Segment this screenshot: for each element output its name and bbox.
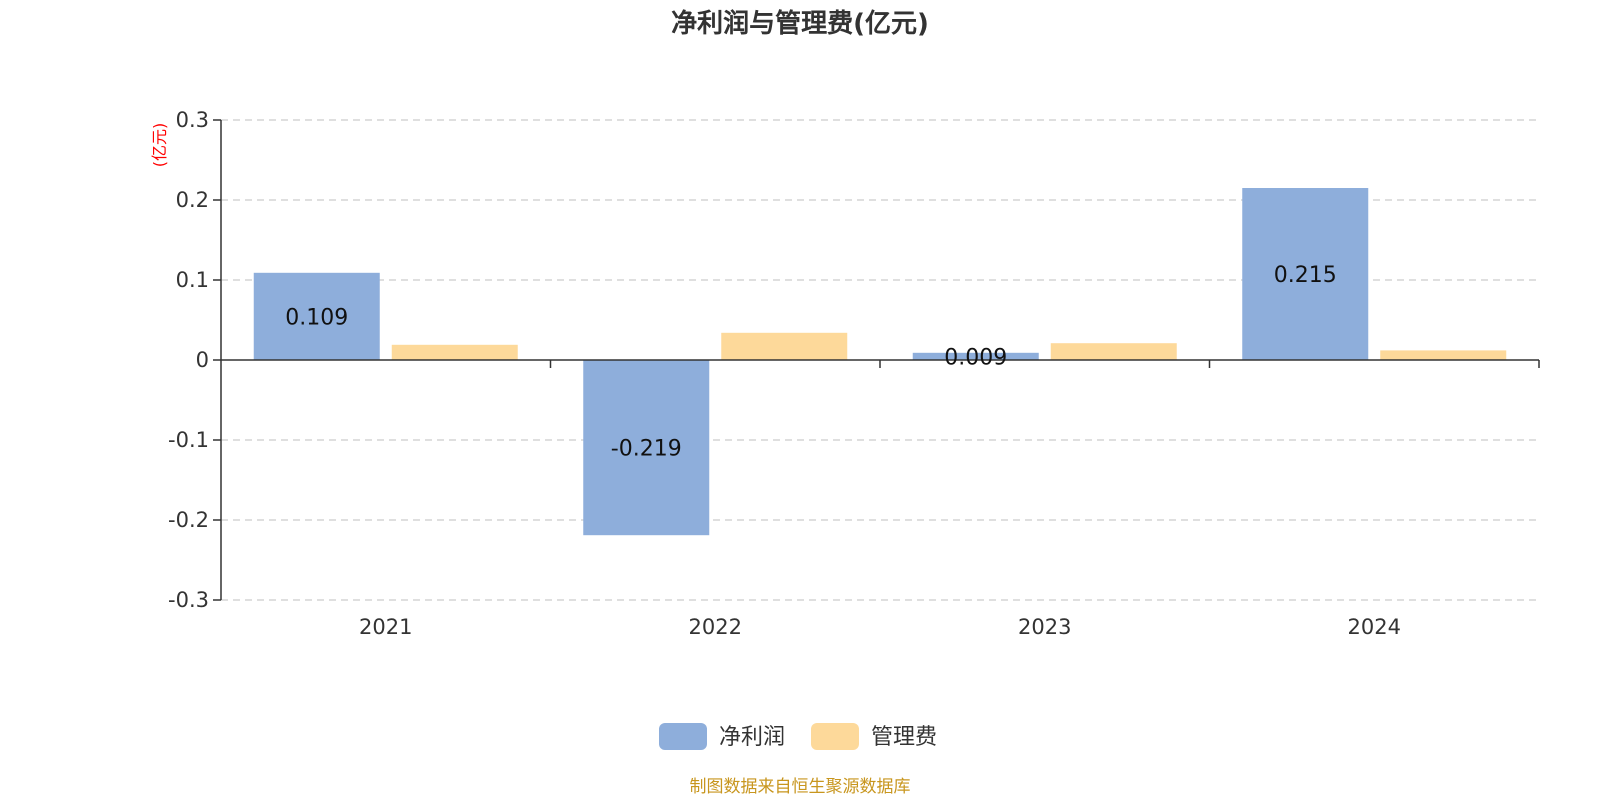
bar-admin-fee-2022[interactable] <box>721 332 848 360</box>
y-tick-label: 0.3 <box>176 108 209 132</box>
bar-admin-fee-2024[interactable] <box>1380 350 1507 360</box>
bar-admin-fee-2023[interactable] <box>1050 343 1177 360</box>
y-axis-unit-label: (亿元) <box>150 123 169 168</box>
y-tick-label: 0 <box>196 348 209 372</box>
y-tick-label: 0.1 <box>176 268 209 292</box>
legend-label-admin-fee: 管理费 <box>871 725 937 750</box>
bars <box>253 188 1507 536</box>
bar-net-profit-2023[interactable] <box>912 352 1039 360</box>
data-label-2024: 0.215 <box>1274 263 1337 288</box>
data-labels: 0.109 -0.219 0.009 0.215 <box>285 263 1336 462</box>
y-tick-label: -0.3 <box>168 588 209 612</box>
bar-admin-fee-2021[interactable] <box>391 344 518 360</box>
x-tick-label: 2021 <box>359 615 412 639</box>
bar-net-profit-2024[interactable] <box>1242 188 1369 360</box>
data-label-2021: 0.109 <box>285 305 348 330</box>
y-ticks: 0.3 0.2 0.1 0 -0.1 -0.2 -0.3 <box>168 108 221 612</box>
y-tick-label: -0.1 <box>168 428 209 452</box>
legend[interactable]: 净利润 管理费 <box>659 723 937 750</box>
legend-label-net-profit: 净利润 <box>719 725 785 750</box>
y-tick-label: -0.2 <box>168 508 209 532</box>
legend-swatch-net-profit <box>659 723 707 750</box>
legend-swatch-admin-fee <box>811 723 859 750</box>
x-tick-label: 2023 <box>1018 615 1071 639</box>
x-ticks: 2021 2022 2023 2024 <box>359 360 1540 639</box>
source-note: 制图数据来自恒生聚源数据库 <box>690 777 911 797</box>
bar-net-profit-2022[interactable] <box>583 360 710 536</box>
chart-title: 净利润与管理费(亿元) <box>671 8 929 39</box>
y-tick-label: 0.2 <box>176 188 209 212</box>
data-label-2022: -0.219 <box>611 437 682 462</box>
x-tick-label: 2022 <box>689 615 742 639</box>
x-tick-label: 2024 <box>1348 615 1401 639</box>
legend-item-net-profit[interactable]: 净利润 <box>659 723 785 750</box>
legend-item-admin-fee[interactable]: 管理费 <box>811 723 937 750</box>
data-label-2023: 0.009 <box>944 345 1007 370</box>
bar-net-profit-2021[interactable] <box>253 272 380 360</box>
